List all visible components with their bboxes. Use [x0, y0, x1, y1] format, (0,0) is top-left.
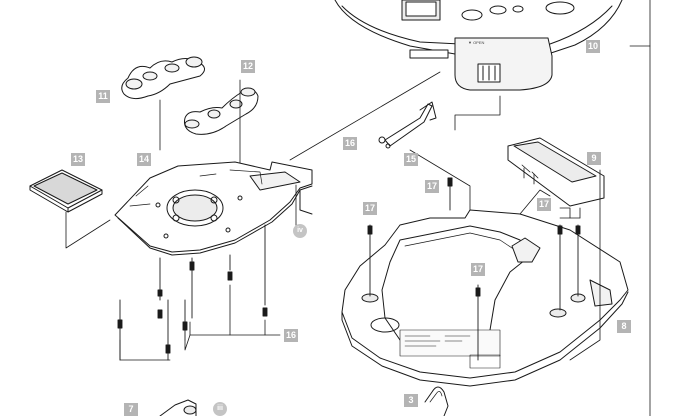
card-part-13	[29, 169, 103, 213]
callout-15: 15	[404, 153, 418, 166]
callout-10: 10	[586, 40, 600, 53]
battery-cover-part-9	[507, 137, 605, 207]
callout-17-left: 17	[363, 202, 377, 215]
callout-9: 9	[587, 152, 601, 165]
open-label: ▼ OPEN	[468, 40, 485, 45]
callout-11: 11	[96, 90, 110, 103]
callout-12: 12	[241, 60, 255, 73]
bracket-part-15	[378, 101, 437, 149]
callout-17-right: 17	[537, 198, 551, 211]
callout-14: 14	[137, 153, 151, 166]
main-unit-part	[334, 0, 623, 91]
callout-7: 7	[124, 403, 138, 416]
lever-part-7	[159, 399, 197, 416]
callout-17-middle: 17	[471, 263, 485, 276]
spring-clip-part-3	[424, 386, 449, 416]
screws-case	[367, 207, 581, 361]
callout-8: 8	[617, 320, 631, 333]
bottom-case-part-8	[341, 189, 629, 387]
callout-16-upper: 16	[343, 137, 357, 150]
callout-16-lower: 16	[284, 329, 298, 342]
rubber-foot-part-11	[121, 56, 205, 100]
rubber-foot-part-12	[184, 87, 259, 135]
callout-3: 3	[404, 394, 418, 407]
chassis-plate-part-14	[114, 161, 313, 256]
circle-callout-iv: iv	[293, 224, 307, 238]
screws-left	[117, 224, 281, 361]
callout-13: 13	[71, 153, 85, 166]
callout-17-upper: 17	[425, 180, 439, 193]
circle-callout-iii: iii	[213, 402, 227, 416]
